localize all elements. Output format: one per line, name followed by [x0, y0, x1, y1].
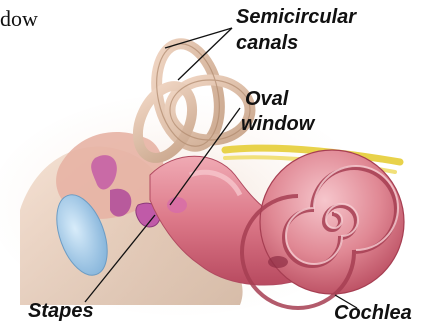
label-semicircular-canals-line2: canals	[236, 32, 298, 54]
label-oval-window-line1: Oval	[245, 88, 288, 110]
cochlea-body	[260, 150, 404, 294]
label-stapes: Stapes	[28, 300, 94, 322]
cut-off-text: dow	[0, 6, 38, 32]
label-semicircular-canals-line1: Semicircular	[236, 6, 356, 28]
label-oval-window-line2: window	[241, 113, 314, 135]
label-cochlea: Cochlea	[334, 302, 412, 324]
